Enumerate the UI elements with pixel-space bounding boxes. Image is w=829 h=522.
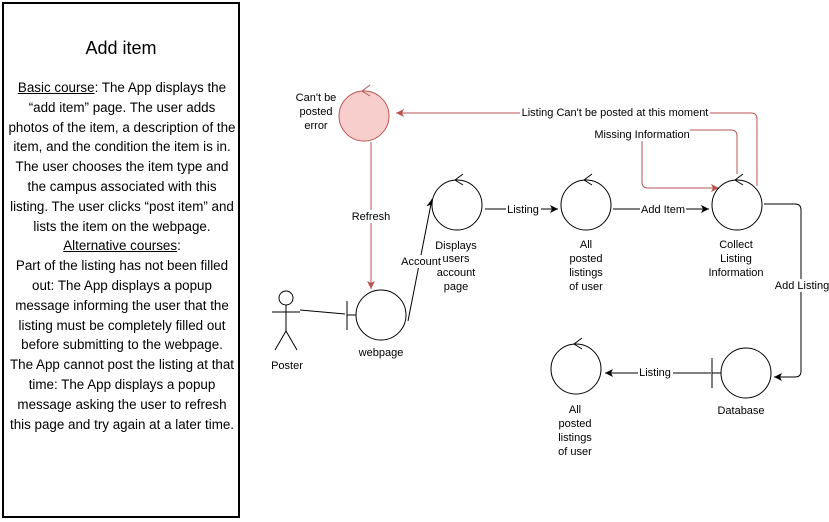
collect-info-label-1: Collect (719, 239, 753, 251)
displays-account-label-2: users (443, 253, 470, 265)
error-label-1: Can't be (296, 92, 337, 104)
account-edge-label: Account (401, 256, 441, 268)
all-listings-bottom-label-4: of user (558, 446, 592, 458)
listing-edge-1-label: Listing (507, 204, 539, 216)
all-listings-bottom-label-1: All (569, 404, 581, 416)
alternative-course-1-text: Part of the listing has not been filled … (15, 258, 229, 353)
refresh-edge-label: Refresh (352, 211, 391, 223)
cant-post-edge-label: Listing Can't be posted at this moment (522, 107, 709, 119)
all-listings-top-label-1: All (580, 239, 592, 251)
basic-course-heading: Basic course (17, 80, 95, 95)
alternative-courses-colon: : (177, 238, 181, 254)
use-case-body: Basic course: The App displays the “add … (7, 78, 237, 434)
displays-account-label-4: page (444, 281, 468, 293)
collect-info-label-2: Listing (720, 253, 752, 265)
all-listings-bottom-label-3: listings (558, 432, 592, 444)
error-control-node (338, 84, 390, 142)
displays-account-label-3: account (437, 267, 476, 279)
basic-course-text: : The App displays the “add item” page. … (8, 80, 236, 234)
listing-edge-2-label: Listing (639, 367, 671, 379)
add-listing-edge-label: Add Listing (775, 280, 829, 292)
all-listings-top-label-2: posted (569, 253, 602, 265)
all-listings-bottom-control-node (550, 337, 602, 395)
all-listings-top-label-4: of user (569, 281, 603, 293)
all-listings-bottom-label-2: posted (558, 418, 591, 430)
poster-webpage-association (299, 309, 346, 315)
collect-info-control-node (711, 173, 763, 231)
collect-info-label-3: Information (708, 267, 763, 279)
displays-account-label-1: Displays (435, 240, 477, 252)
database-label: Database (717, 405, 764, 417)
use-case-description-panel: Add item Basic course: The App displays … (2, 2, 240, 518)
webpage-boundary-node (346, 289, 407, 341)
all-listings-top-label-3: listings (569, 267, 603, 279)
poster-actor-icon (272, 290, 300, 351)
database-boundary-node (711, 347, 772, 399)
add-item-edge-label: Add Item (641, 204, 685, 216)
error-label-2: posted (299, 106, 332, 118)
missing-info-edge-label: Missing Information (594, 129, 689, 141)
cant-post-edge (396, 109, 758, 186)
error-label-3: error (304, 120, 328, 132)
alternative-courses-heading: Alternative courses (63, 238, 178, 254)
webpage-label: webpage (358, 347, 404, 359)
displays-account-control-node (431, 173, 483, 231)
poster-label: Poster (271, 360, 303, 372)
alternative-course-2-text: The App cannot post the listing at that … (9, 357, 235, 432)
all-listings-top-control-node (560, 173, 612, 231)
use-case-title: Add item (85, 38, 157, 58)
